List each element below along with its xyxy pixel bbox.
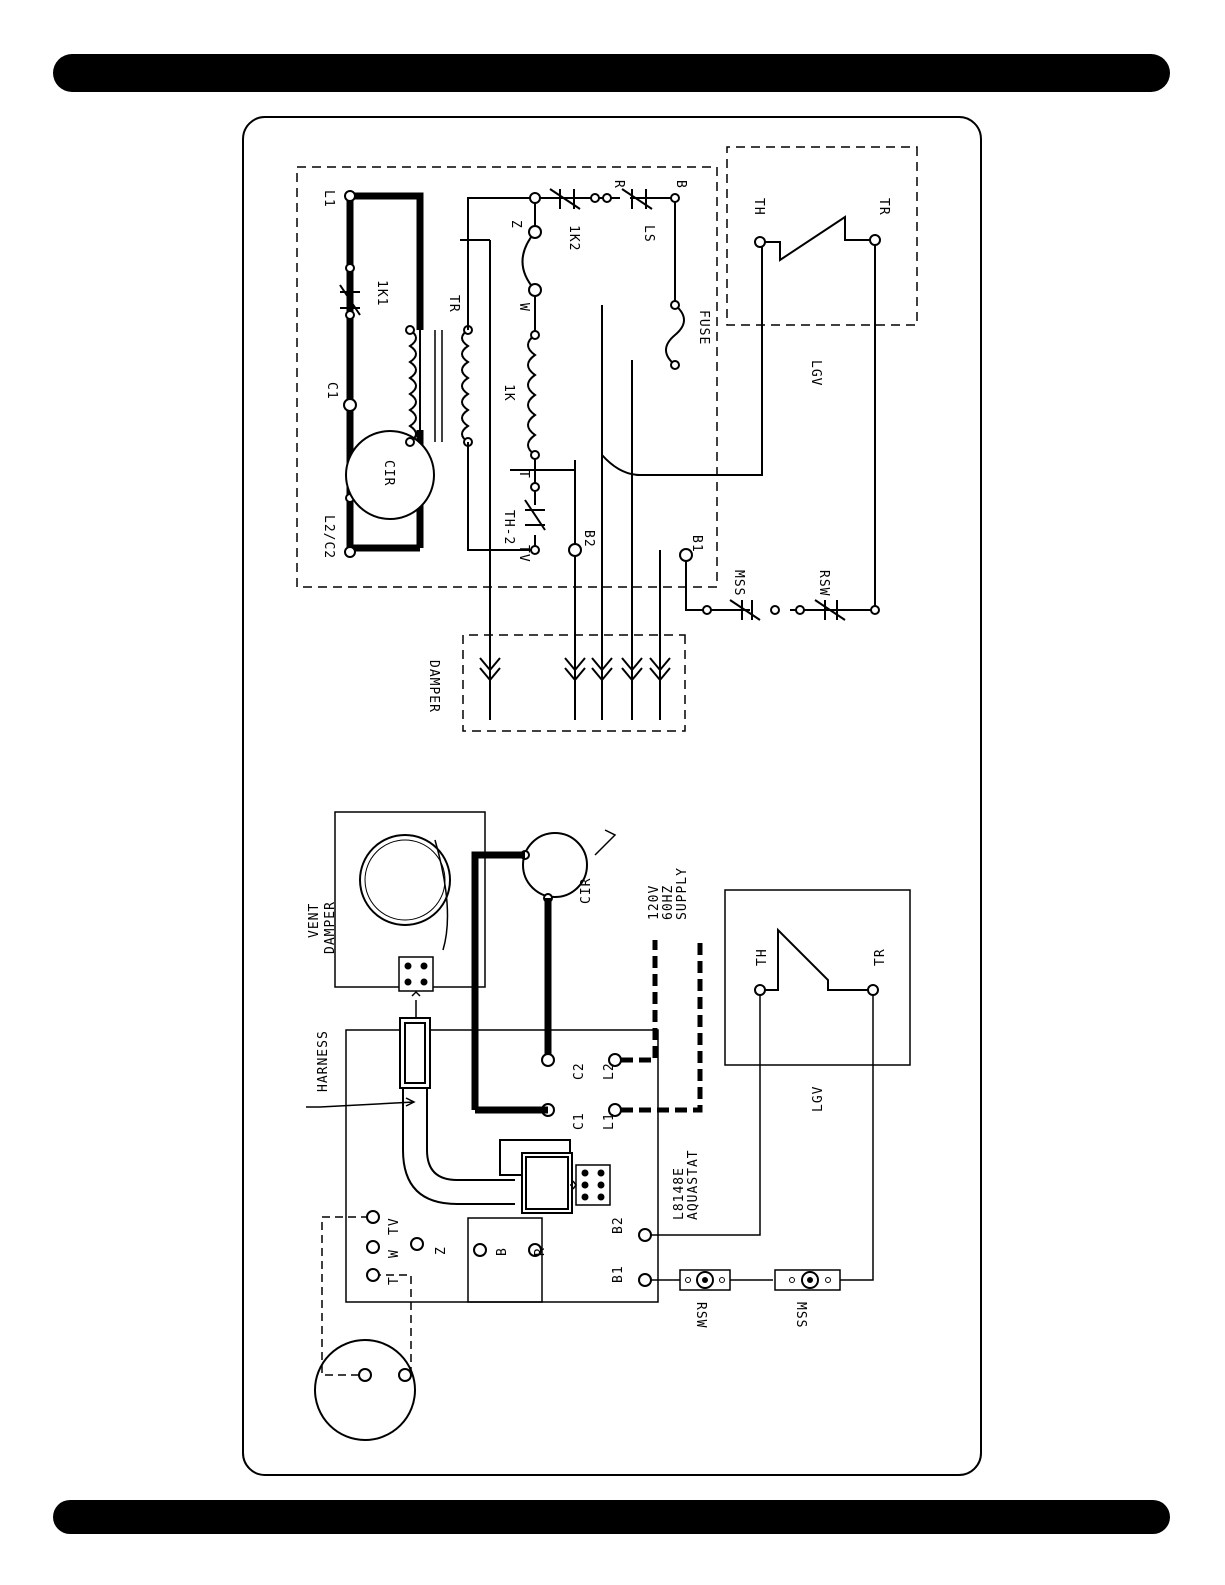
cir-motor: [523, 833, 587, 897]
label-r: R: [533, 1247, 548, 1256]
label-c2: C2: [572, 1062, 587, 1080]
header-bar: [53, 54, 1170, 92]
svg-text:L2/C2: L2/C2: [321, 515, 336, 559]
label-lgv-tr-wiring: TR: [873, 948, 888, 966]
svg-text:FUSE: FUSE: [696, 310, 711, 345]
label-b2: B2: [611, 1216, 626, 1234]
svg-text:C1: C1: [324, 382, 339, 400]
label-rsw-wiring: RSW: [693, 1302, 708, 1328]
node-l1: [345, 191, 355, 201]
transformer-symbol: [410, 330, 468, 442]
terminal-z: [411, 1238, 423, 1250]
label-w: W: [387, 1249, 402, 1258]
label-aquastat-1: L8148E: [672, 1167, 687, 1220]
label-harness: HARNESS: [316, 1030, 331, 1092]
label-b1: B1: [611, 1265, 626, 1283]
label-supply-1: 120V: [647, 885, 662, 920]
wiring-label-layer: VENT DAMPER HARNESS CIR 120V 60HZ SUPPLY…: [307, 867, 888, 1328]
node-z: [529, 226, 541, 238]
label-cir-wiring: CIR: [579, 878, 594, 904]
damper-plug: [399, 957, 433, 991]
low-voltage-circuit: [460, 189, 875, 720]
svg-text:1K1: 1K1: [374, 280, 389, 306]
terminal-w: [367, 1241, 379, 1253]
svg-text:B2: B2: [581, 530, 596, 548]
label-b: B: [495, 1247, 510, 1256]
svg-text:L1: L1: [321, 190, 336, 208]
label-supply-2: 60HZ: [661, 885, 676, 920]
terminal-c2: [542, 1054, 554, 1066]
footer-bar: [53, 1500, 1170, 1534]
svg-text:DAMPER: DAMPER: [426, 660, 441, 713]
label-supply-3: SUPPLY: [675, 867, 690, 920]
svg-text:RSW: RSW: [816, 570, 831, 596]
label-c1: C1: [572, 1112, 587, 1130]
svg-text:1K: 1K: [501, 384, 516, 402]
svg-text:LS: LS: [641, 225, 656, 243]
svg-text:Z: Z: [508, 220, 523, 229]
svg-text:CIR: CIR: [381, 460, 396, 486]
svg-text:TR: TR: [446, 295, 461, 313]
aquastat-plug: [576, 1165, 610, 1205]
terminal-b1: [639, 1274, 651, 1286]
label-l2: L2: [602, 1062, 617, 1080]
svg-text:MSS: MSS: [731, 570, 746, 596]
lgv-box-schematic: [727, 147, 917, 325]
node-w: [529, 284, 541, 296]
b-r-block: [468, 1218, 542, 1302]
label-lgv-th-wiring: TH: [755, 948, 770, 966]
rotated-drawing: L1 1K1 C1 CIR L2/C2 TR Z W 1K T TH-2 TV …: [297, 147, 917, 1440]
svg-text:R: R: [611, 180, 626, 189]
label-mss-wiring: MSS: [793, 1302, 808, 1328]
ladder-schematic: L1 1K1 C1 CIR L2/C2 TR Z W 1K T TH-2 TV …: [297, 147, 917, 731]
svg-text:B: B: [673, 180, 688, 189]
label-lgv-wiring: LGV: [811, 1086, 826, 1112]
node-b2: [569, 544, 581, 556]
svg-text:W: W: [516, 303, 531, 312]
lgv-box-wiring: [725, 890, 910, 1065]
terminal-b: [474, 1244, 486, 1256]
svg-text:1K2: 1K2: [566, 225, 581, 251]
svg-text:T: T: [516, 470, 531, 479]
terminal-t: [367, 1269, 379, 1281]
terminal-b2: [639, 1229, 651, 1241]
svg-text:TH-2: TH-2: [501, 510, 516, 545]
label-vent-damper-1: VENT: [307, 903, 322, 938]
svg-text:B1: B1: [689, 535, 704, 553]
label-z: Z: [434, 1246, 449, 1255]
label-aquastat-2: AQUASTAT: [686, 1149, 701, 1220]
svg-text:TV: TV: [516, 545, 531, 563]
label-l1: L1: [602, 1112, 617, 1130]
label-t: T: [387, 1276, 402, 1285]
label-vent-damper-2: DAMPER: [323, 901, 338, 954]
svg-text:LGV: LGV: [808, 360, 823, 386]
svg-text:TH: TH: [751, 198, 766, 216]
terminal-tv: [367, 1211, 379, 1223]
remote-sensor: [315, 1340, 415, 1440]
vent-damper-circle: [360, 835, 450, 925]
label-tv: TV: [387, 1217, 402, 1235]
svg-text:TR: TR: [876, 198, 891, 216]
